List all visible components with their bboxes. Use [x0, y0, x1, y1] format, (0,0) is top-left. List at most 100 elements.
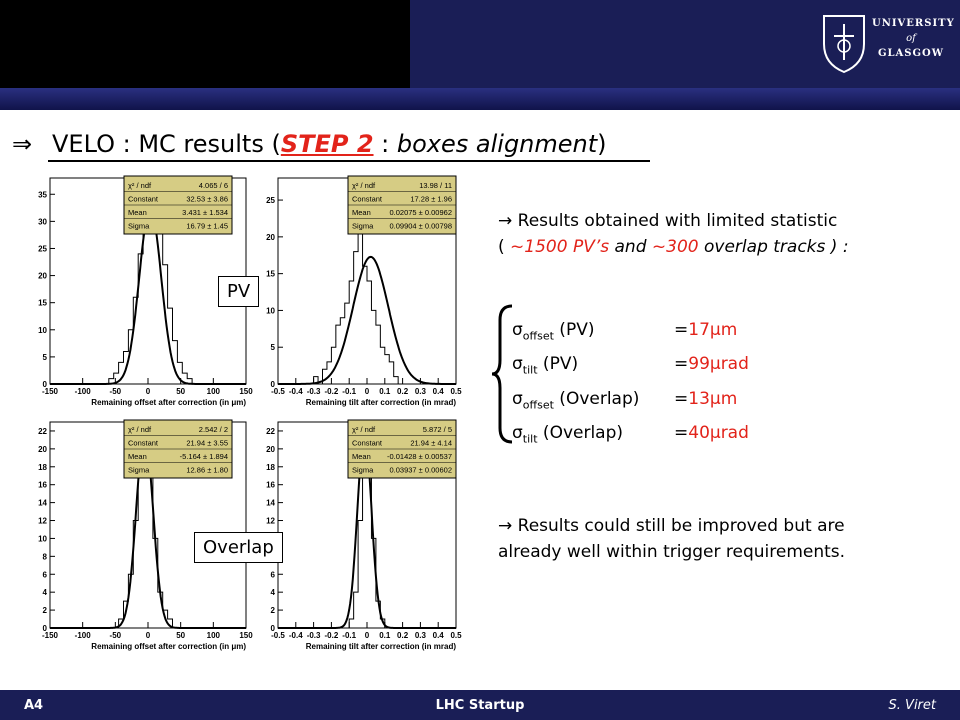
sigma-label: (PV) — [537, 354, 579, 375]
stats-key: Sigma — [128, 466, 150, 475]
y-tick-label: 16 — [38, 481, 47, 490]
sigma-equals: = — [674, 320, 689, 340]
y-tick-label: 10 — [38, 534, 47, 543]
x-tick-label: -0.3 — [307, 631, 321, 640]
overlap-label: Overlap — [194, 532, 283, 563]
y-tick-label: 6 — [271, 570, 276, 579]
x-tick-label: 150 — [239, 631, 253, 640]
x-tick-label: -0.5 — [271, 631, 285, 640]
stats-value: 21.94 ± 4.14 — [410, 439, 452, 448]
university-logo: UNIVERSITY of GLASGOW — [820, 10, 954, 74]
y-tick-label: 4 — [271, 588, 276, 597]
stats-key: Mean — [128, 208, 147, 217]
x-tick-label: 0.3 — [415, 631, 427, 640]
stats-key: χ² / ndf — [352, 181, 376, 190]
x-tick-label: 0 — [146, 387, 151, 396]
y-tick-label: 30 — [38, 217, 47, 226]
stats-key: χ² / ndf — [128, 181, 152, 190]
y-tick-label: 14 — [38, 499, 47, 508]
x-tick-label: -50 — [110, 387, 122, 396]
x-tick-label: -0.4 — [289, 631, 303, 640]
header-gradient — [0, 88, 960, 110]
y-tick-label: 25 — [38, 244, 47, 253]
x-tick-label: 50 — [176, 387, 185, 396]
x-tick-label: -0.1 — [342, 387, 356, 396]
x-tick-label: 0 — [365, 387, 370, 396]
y-tick-label: 35 — [38, 190, 47, 199]
results-line2-overlap: ~300 — [651, 237, 699, 257]
x-tick-label: -0.1 — [342, 631, 356, 640]
stats-key: Sigma — [128, 222, 150, 231]
y-tick-label: 15 — [38, 299, 47, 308]
implies-arrow-icon: ⇒ — [12, 130, 33, 158]
title-step: STEP 2 — [280, 130, 374, 158]
slide-number: A4 — [24, 698, 44, 713]
y-tick-label: 12 — [266, 517, 275, 526]
sigma-subscript: tilt — [522, 363, 538, 377]
stats-value: -0.01428 ± 0.00537 — [387, 452, 452, 461]
y-tick-label: 20 — [38, 445, 47, 454]
y-tick-label: 20 — [266, 445, 275, 454]
conclusion-line1: → Results could still be improved but ar… — [498, 516, 845, 536]
title-part3: ) — [597, 130, 607, 158]
results-line2-mid: and — [609, 237, 652, 257]
x-tick-label: -0.2 — [325, 631, 339, 640]
conclusion-line2: already well within trigger requirements… — [498, 542, 846, 562]
stats-value: 2.542 / 2 — [199, 425, 228, 434]
y-tick-label: 5 — [43, 353, 48, 362]
sigma-symbol: σ — [512, 354, 523, 375]
x-tick-label: 0.2 — [397, 631, 409, 640]
x-tick-label: -0.4 — [289, 387, 303, 396]
y-tick-label: 20 — [38, 272, 47, 281]
y-tick-label: 10 — [38, 326, 47, 335]
x-axis-label: Remaining offset after correction (in μm… — [91, 642, 246, 651]
sigma-label: (PV) — [553, 320, 595, 340]
stats-value: 0.09904 ± 0.00798 — [389, 222, 452, 231]
x-tick-label: 50 — [176, 631, 185, 640]
y-tick-label: 14 — [266, 499, 275, 508]
sigma-symbol: σ — [512, 388, 523, 409]
sigma-row: σtilt (PV)= 99μrad — [512, 350, 749, 384]
results-line2-pv: ~1500 PV’s — [510, 237, 610, 257]
stats-key: Constant — [352, 439, 383, 448]
x-tick-label: -0.5 — [271, 387, 285, 396]
sigma-value: 99μrad — [688, 354, 749, 375]
y-tick-label: 2 — [43, 606, 48, 615]
footer-title: LHC Startup — [435, 698, 525, 713]
x-tick-label: -0.2 — [325, 387, 339, 396]
conclusion-text: → Results could still be improved but ar… — [498, 513, 845, 565]
x-tick-label: 0.2 — [397, 387, 409, 396]
y-tick-label: 5 — [271, 343, 276, 352]
stats-key: χ² / ndf — [128, 425, 152, 434]
stats-key: Constant — [128, 439, 159, 448]
y-tick-label: 0 — [43, 380, 48, 389]
stats-value: 5.872 / 5 — [423, 425, 452, 434]
header-black-panel — [0, 0, 410, 88]
x-tick-label: -150 — [42, 631, 59, 640]
histogram-overlap-tilt: 0246810121416182022-0.5-0.4-0.3-0.2-0.10… — [256, 412, 466, 656]
title-underline — [48, 160, 650, 162]
sigma-value: 17μm — [688, 320, 738, 340]
stats-value: 3.431 ± 1.534 — [182, 208, 228, 217]
sigma-results-list: σoffset (PV)= 17μm σtilt (PV)= 99μrad σo… — [512, 316, 749, 454]
pv-label: PV — [218, 276, 260, 307]
stats-key: χ² / ndf — [352, 425, 376, 434]
y-tick-label: 18 — [266, 463, 275, 472]
stats-key: Mean — [352, 208, 371, 217]
stats-key: Mean — [352, 452, 371, 461]
x-tick-label: 0 — [146, 631, 151, 640]
x-tick-label: 0.1 — [379, 387, 391, 396]
sigma-subscript: offset — [522, 329, 554, 343]
y-tick-label: 15 — [266, 270, 275, 279]
y-tick-label: 12 — [38, 517, 47, 526]
y-tick-label: 6 — [43, 570, 48, 579]
stats-value: 4.065 / 6 — [199, 181, 228, 190]
sigma-row: σtilt (Overlap)= 40μrad — [512, 419, 749, 453]
results-line2: ( ~1500 PV’s and ~300 overlap tracks ) : — [498, 234, 849, 260]
stats-key: Sigma — [352, 466, 374, 475]
sigma-label: (Overlap) — [537, 423, 624, 444]
